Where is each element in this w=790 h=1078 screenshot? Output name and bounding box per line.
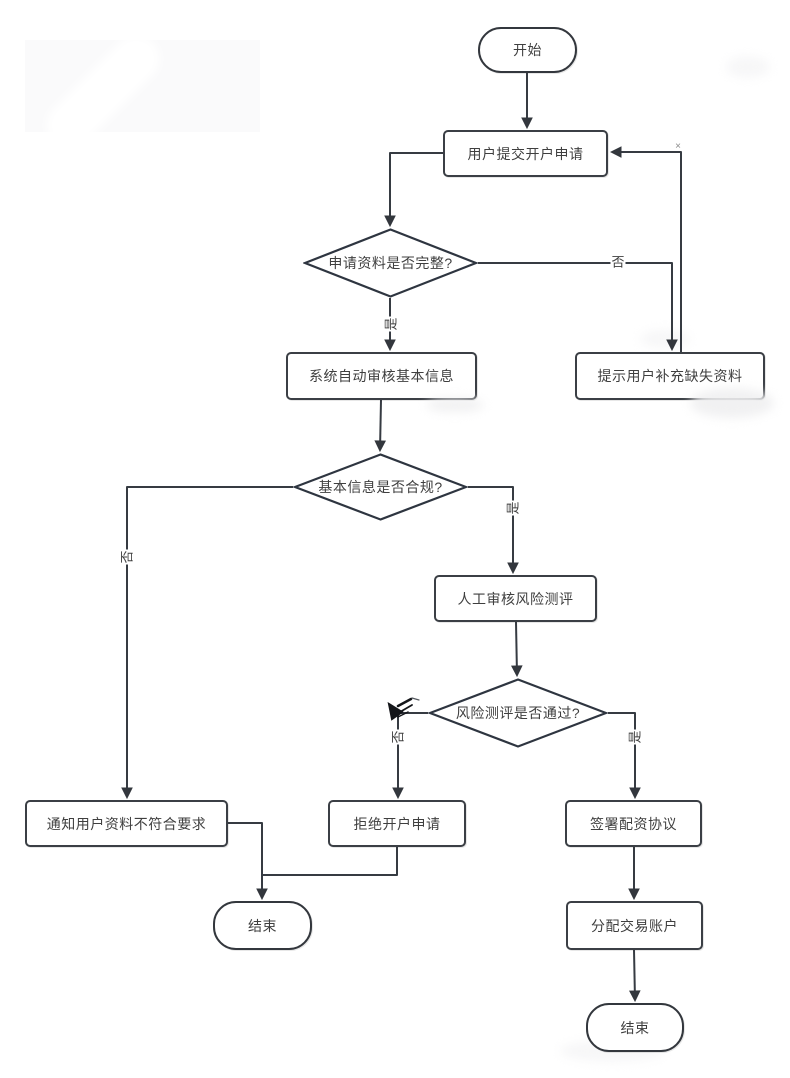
flow-node-label: 风险测评是否通过? xyxy=(455,705,581,721)
flow-node-label: 申请资料是否完整? xyxy=(328,255,453,271)
flow-node-label: 结束 xyxy=(620,1019,650,1036)
flow-node-supplement-materials[interactable]: 提示用户补充缺失资料 xyxy=(575,352,765,400)
edge-submit-d1 xyxy=(390,152,443,225)
flow-node-allocate-account[interactable]: 分配交易账户 xyxy=(566,901,703,950)
flow-node-end-right[interactable]: 结束 xyxy=(586,1003,684,1052)
edge-d1-supplement-no xyxy=(478,262,672,349)
edge-label-d2-yes: 是 xyxy=(504,500,522,516)
diamond-shape xyxy=(428,678,608,748)
corner-x-mark: × xyxy=(675,141,681,152)
edge-manualreview-d3 xyxy=(516,621,517,675)
edge-label-d1-no: 否 xyxy=(610,253,626,271)
flow-node-label: 分配交易账户 xyxy=(591,917,678,934)
flow-node-end-left[interactable]: 结束 xyxy=(213,901,312,950)
flow-node-label: 提示用户补充缺失资料 xyxy=(597,368,743,384)
flow-decision-risk-passed[interactable]: 风险测评是否通过? xyxy=(428,678,608,748)
edge-allocate-endright xyxy=(634,949,635,1000)
flow-node-submit-application[interactable]: 用户提交开户申请 xyxy=(443,130,608,177)
edge-reject-endleft xyxy=(262,847,398,898)
flow-node-label: 基本信息是否合规? xyxy=(318,479,443,495)
flow-node-label: 结束 xyxy=(248,917,277,934)
flow-decision-info-compliant[interactable]: 基本信息是否合规? xyxy=(293,453,468,521)
flow-node-label: 系统自动审核基本信息 xyxy=(309,368,454,384)
edge-d2-notify-no xyxy=(127,486,293,797)
edge-autoreview-d2 xyxy=(380,399,381,450)
flow-decision-materials-complete[interactable]: 申请资料是否完整? xyxy=(303,228,478,298)
flow-node-notify-noncompliant[interactable]: 通知用户资料不符合要求 xyxy=(25,800,228,847)
flow-node-label: 用户提交开户申请 xyxy=(467,145,584,162)
diamond-shape xyxy=(303,228,478,298)
flow-node-label: 签署配资协议 xyxy=(590,815,677,832)
edge-d3-sign-yes xyxy=(608,712,635,797)
edge-label-d3-yes: 是 xyxy=(626,729,644,745)
flow-node-label: 人工审核风险测评 xyxy=(457,590,574,607)
edge-d2-manualreview-yes xyxy=(468,486,513,572)
flow-node-start[interactable]: 开始 xyxy=(478,27,577,73)
flow-node-label: 拒绝开户申请 xyxy=(353,815,441,832)
edge-supplement-submit xyxy=(612,152,682,352)
edge-notify-merge xyxy=(228,822,263,875)
edge-label-d3-no: 否 xyxy=(389,729,407,745)
flow-node-sign-agreement[interactable]: 签署配资协议 xyxy=(565,800,702,847)
flow-node-label: 开始 xyxy=(513,42,542,58)
diamond-shape xyxy=(293,453,468,521)
edge-label-d2-no: 否 xyxy=(118,549,136,565)
edge-label-d1-yes: 是 xyxy=(382,316,400,332)
flow-node-label: 通知用户资料不符合要求 xyxy=(46,815,207,832)
flow-node-reject-application[interactable]: 拒绝开户申请 xyxy=(328,800,466,847)
edge-d3-reject-no xyxy=(398,712,428,797)
flow-node-manual-review[interactable]: 人工审核风险测评 xyxy=(434,575,597,622)
flow-node-auto-review[interactable]: 系统自动审核基本信息 xyxy=(286,352,477,400)
